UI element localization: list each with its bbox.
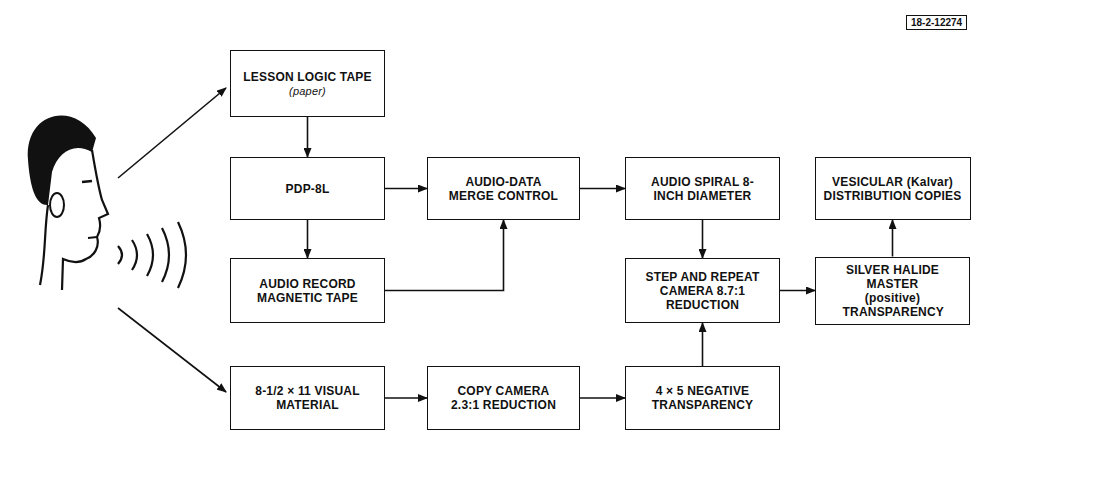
flow-arrow xyxy=(580,188,625,190)
head-eye xyxy=(82,181,92,182)
figure-number: 18-2-12274 xyxy=(906,15,967,30)
head-neck xyxy=(40,205,48,285)
flow-arrow xyxy=(702,323,704,366)
head-profile xyxy=(62,150,108,290)
tape-box: AUDIO RECORD MAGNETIC TAPE xyxy=(230,258,385,323)
box-label: STEP AND REPEAT CAMERA 8.7:1 REDUCTION xyxy=(640,270,765,312)
box-label: PDP-8L xyxy=(286,182,330,196)
control-box: AUDIO-DATA MERGE CONTROL xyxy=(427,157,580,220)
computer-box: PDP-8L xyxy=(230,157,385,220)
transparency-box: 4 × 5 NEGATIVE TRANSPARENCY xyxy=(625,366,780,430)
speech-arrow xyxy=(118,88,226,178)
box-label: AUDIO SPIRAL 8-INCH DIAMETER xyxy=(643,175,763,203)
tape-box: LESSON LOGIC TAPE(paper) xyxy=(230,50,385,117)
box-label: SILVER HALIDE MASTER (positive) TRANSPAR… xyxy=(843,263,943,319)
sound-waves xyxy=(118,222,186,288)
flow-arrow xyxy=(580,397,625,399)
flow-arrow xyxy=(892,220,894,257)
camera-box: COPY CAMERA 2.3:1 REDUCTION xyxy=(427,366,580,430)
copies-box: VESICULAR (Kalvar) DISTRIBUTION COPIES xyxy=(815,157,971,220)
flow-arrow xyxy=(307,117,309,157)
spiral-box: AUDIO SPIRAL 8-INCH DIAMETER xyxy=(625,157,780,220)
visual-arrow xyxy=(118,308,226,392)
flow-arrow xyxy=(385,188,427,190)
box-label: VESICULAR (Kalvar) DISTRIBUTION COPIES xyxy=(823,175,963,203)
head-ear xyxy=(50,193,64,217)
transparency-box: SILVER HALIDE MASTER (positive) TRANSPAR… xyxy=(815,257,970,325)
box-label: LESSON LOGIC TAPE xyxy=(243,70,372,84)
box-label: AUDIO RECORD MAGNETIC TAPE xyxy=(252,277,364,305)
flow-arrow xyxy=(385,220,504,291)
head-hair xyxy=(28,116,96,206)
flow-arrow xyxy=(385,397,427,399)
flow-arrow xyxy=(307,220,309,258)
box-label: 8-1/2 × 11 VISUAL MATERIAL xyxy=(248,384,368,412)
box-label: AUDIO-DATA MERGE CONTROL xyxy=(448,175,560,203)
camera-box: STEP AND REPEAT CAMERA 8.7:1 REDUCTION xyxy=(625,258,780,323)
box-label: COPY CAMERA 2.3:1 REDUCTION xyxy=(444,384,564,412)
flow-arrow xyxy=(702,220,704,258)
box-sublabel: (paper) xyxy=(289,84,326,98)
box-label: 4 × 5 NEGATIVE TRANSPARENCY xyxy=(643,384,763,412)
flow-arrow xyxy=(780,290,815,292)
head-mouth xyxy=(88,237,97,238)
material-box: 8-1/2 × 11 VISUAL MATERIAL xyxy=(230,366,385,430)
